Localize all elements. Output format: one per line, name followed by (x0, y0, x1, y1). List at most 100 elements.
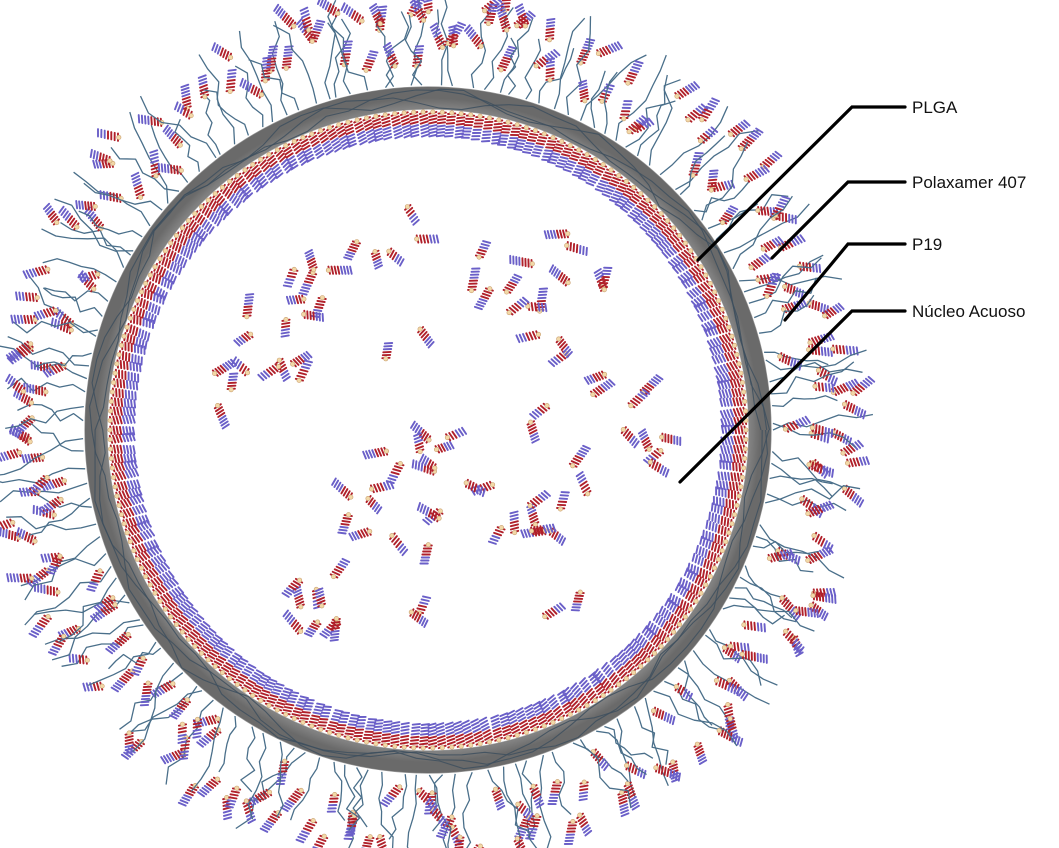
peptide-helix (83, 683, 104, 691)
label-p19: P19 (912, 235, 942, 254)
polymer-chain (219, 716, 236, 772)
core-peptide (338, 513, 352, 534)
peptide-helix (831, 345, 858, 354)
lining-helix (109, 455, 136, 463)
core-peptide (287, 296, 306, 304)
label-nucleo-acuoso: Núcleo Acuoso (912, 302, 1025, 321)
lining-helix (472, 114, 484, 139)
peptide-helix (34, 506, 57, 519)
peptide-helix (308, 834, 327, 848)
lining-helix (108, 416, 135, 424)
peptide-helix (24, 384, 48, 396)
peptide-helix (212, 43, 233, 60)
peptide-helix (493, 787, 505, 810)
peptide-helix (281, 788, 304, 811)
peptide-helix (0, 449, 22, 461)
peptide-helix (625, 61, 643, 85)
peptide-helix (381, 785, 403, 807)
polymer-chain (0, 468, 85, 483)
polymer-chain (626, 80, 681, 148)
core-peptide (305, 620, 321, 637)
peptide-helix (674, 684, 692, 701)
lining-helix (436, 723, 445, 750)
peptide-helix (297, 818, 317, 842)
lining-helix (111, 379, 137, 390)
core-peptide (415, 235, 439, 242)
peptide-helix (24, 266, 51, 278)
core-peptide (516, 331, 540, 342)
peptide-helix (360, 835, 374, 848)
lining-helix (720, 398, 747, 406)
lining-helix (108, 426, 134, 434)
lining-helix (382, 721, 392, 747)
lining-helix (446, 723, 456, 750)
peptide-helix (261, 811, 281, 832)
core-peptide (557, 492, 569, 511)
peptide-helix (17, 528, 37, 544)
core-peptide (434, 442, 453, 453)
core-peptide (504, 275, 522, 295)
peptide-helix (749, 254, 770, 269)
peptide-helix (40, 497, 64, 514)
peptide-helix (497, 4, 510, 32)
core-peptide (372, 249, 382, 268)
lining-helix (111, 469, 138, 481)
polymer-chain (759, 295, 814, 333)
polymer-chain (199, 55, 235, 145)
polymer-chain (604, 727, 653, 759)
lining-helix (492, 118, 502, 144)
polymer-chain (740, 577, 796, 622)
core-peptide (344, 240, 360, 260)
polymer-chain (277, 742, 283, 818)
peptide-helix (565, 819, 577, 844)
polymer-chain (723, 605, 785, 623)
polymer-chain (241, 727, 255, 792)
core-peptide (476, 241, 490, 259)
core-peptide (621, 427, 639, 447)
polymer-chain (462, 772, 472, 848)
peptide-helix (577, 813, 591, 836)
core-peptide (545, 230, 570, 238)
peptide-helix (44, 204, 59, 225)
peptide-helix (363, 51, 378, 72)
peptide-helix (708, 170, 718, 192)
peptide-helix (69, 654, 89, 664)
peptide-helix (813, 383, 834, 392)
core-peptide (659, 434, 680, 445)
polymer-chain (772, 396, 837, 407)
core-peptide (243, 294, 253, 319)
polymer-chain (345, 765, 360, 831)
labels: PLGA Polaxamer 407 P19 Núcleo Acuoso (912, 98, 1026, 321)
peptide-helix (277, 759, 289, 784)
peptide-helix (618, 790, 628, 816)
core-peptide (489, 525, 505, 544)
peptide-helix (728, 643, 749, 652)
core-peptide (382, 343, 392, 361)
leader-line-nucleo (680, 311, 905, 482)
core-peptide (543, 603, 565, 618)
core-peptide (331, 559, 350, 579)
peptide-helix (651, 708, 674, 725)
core-peptide (599, 268, 611, 289)
polymer-chain (650, 75, 673, 166)
core-peptide (418, 503, 442, 521)
core-peptide (387, 461, 404, 483)
core-peptide (258, 364, 281, 380)
core-peptide (550, 265, 571, 285)
peptide-helix (227, 70, 236, 94)
polymer-chain (133, 663, 174, 752)
peptide-helix (806, 502, 834, 517)
lining-helix (410, 110, 418, 137)
peptide-helix (744, 166, 769, 182)
core-peptide (530, 403, 549, 418)
core-peptide (326, 267, 352, 274)
peptide-helix (580, 780, 588, 800)
core-peptide (405, 205, 419, 225)
lining-helix (429, 110, 436, 137)
lining-helix (437, 110, 446, 136)
core-peptide (284, 267, 298, 287)
peptide-helix (139, 115, 164, 126)
core-peptide (363, 448, 389, 459)
lining-helix (718, 472, 744, 481)
core-peptide (629, 390, 650, 408)
